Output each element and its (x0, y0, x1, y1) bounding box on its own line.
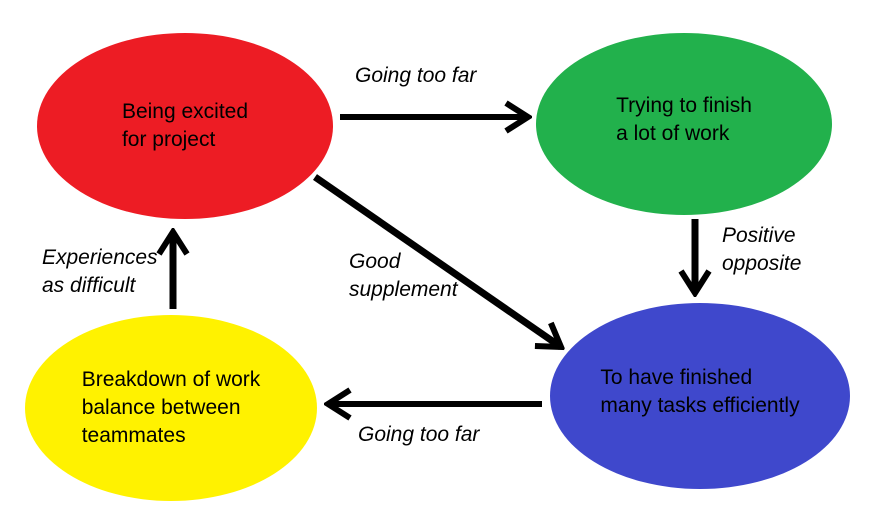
node-breakdown-of-work-label: Breakdown of work balance between teamma… (81, 368, 261, 447)
edge-label-positive-opposite: Positive opposite (722, 224, 802, 275)
edge-label-going-too-far-bottom: Going too far (358, 423, 480, 446)
node-finished-many-tasks-label: To have finished many tasks efficiently (600, 366, 800, 417)
node-breakdown-of-work: Breakdown of work balance between teamma… (25, 315, 317, 501)
edge-label-experiences-as-difficult: Experiences as difficult (42, 246, 158, 297)
node-trying-to-finish: Trying to finish a lot of work (536, 33, 832, 215)
node-finished-many-tasks: To have finished many tasks efficiently (550, 303, 850, 489)
node-being-excited: Being excited for project (37, 33, 333, 219)
edge-label-good-supplement: Good supplement (349, 250, 458, 301)
edge-label-going-too-far-top: Going too far (355, 64, 477, 87)
node-trying-to-finish-label: Trying to finish a lot of work (616, 94, 752, 145)
node-being-excited-label: Being excited for project (121, 100, 249, 151)
